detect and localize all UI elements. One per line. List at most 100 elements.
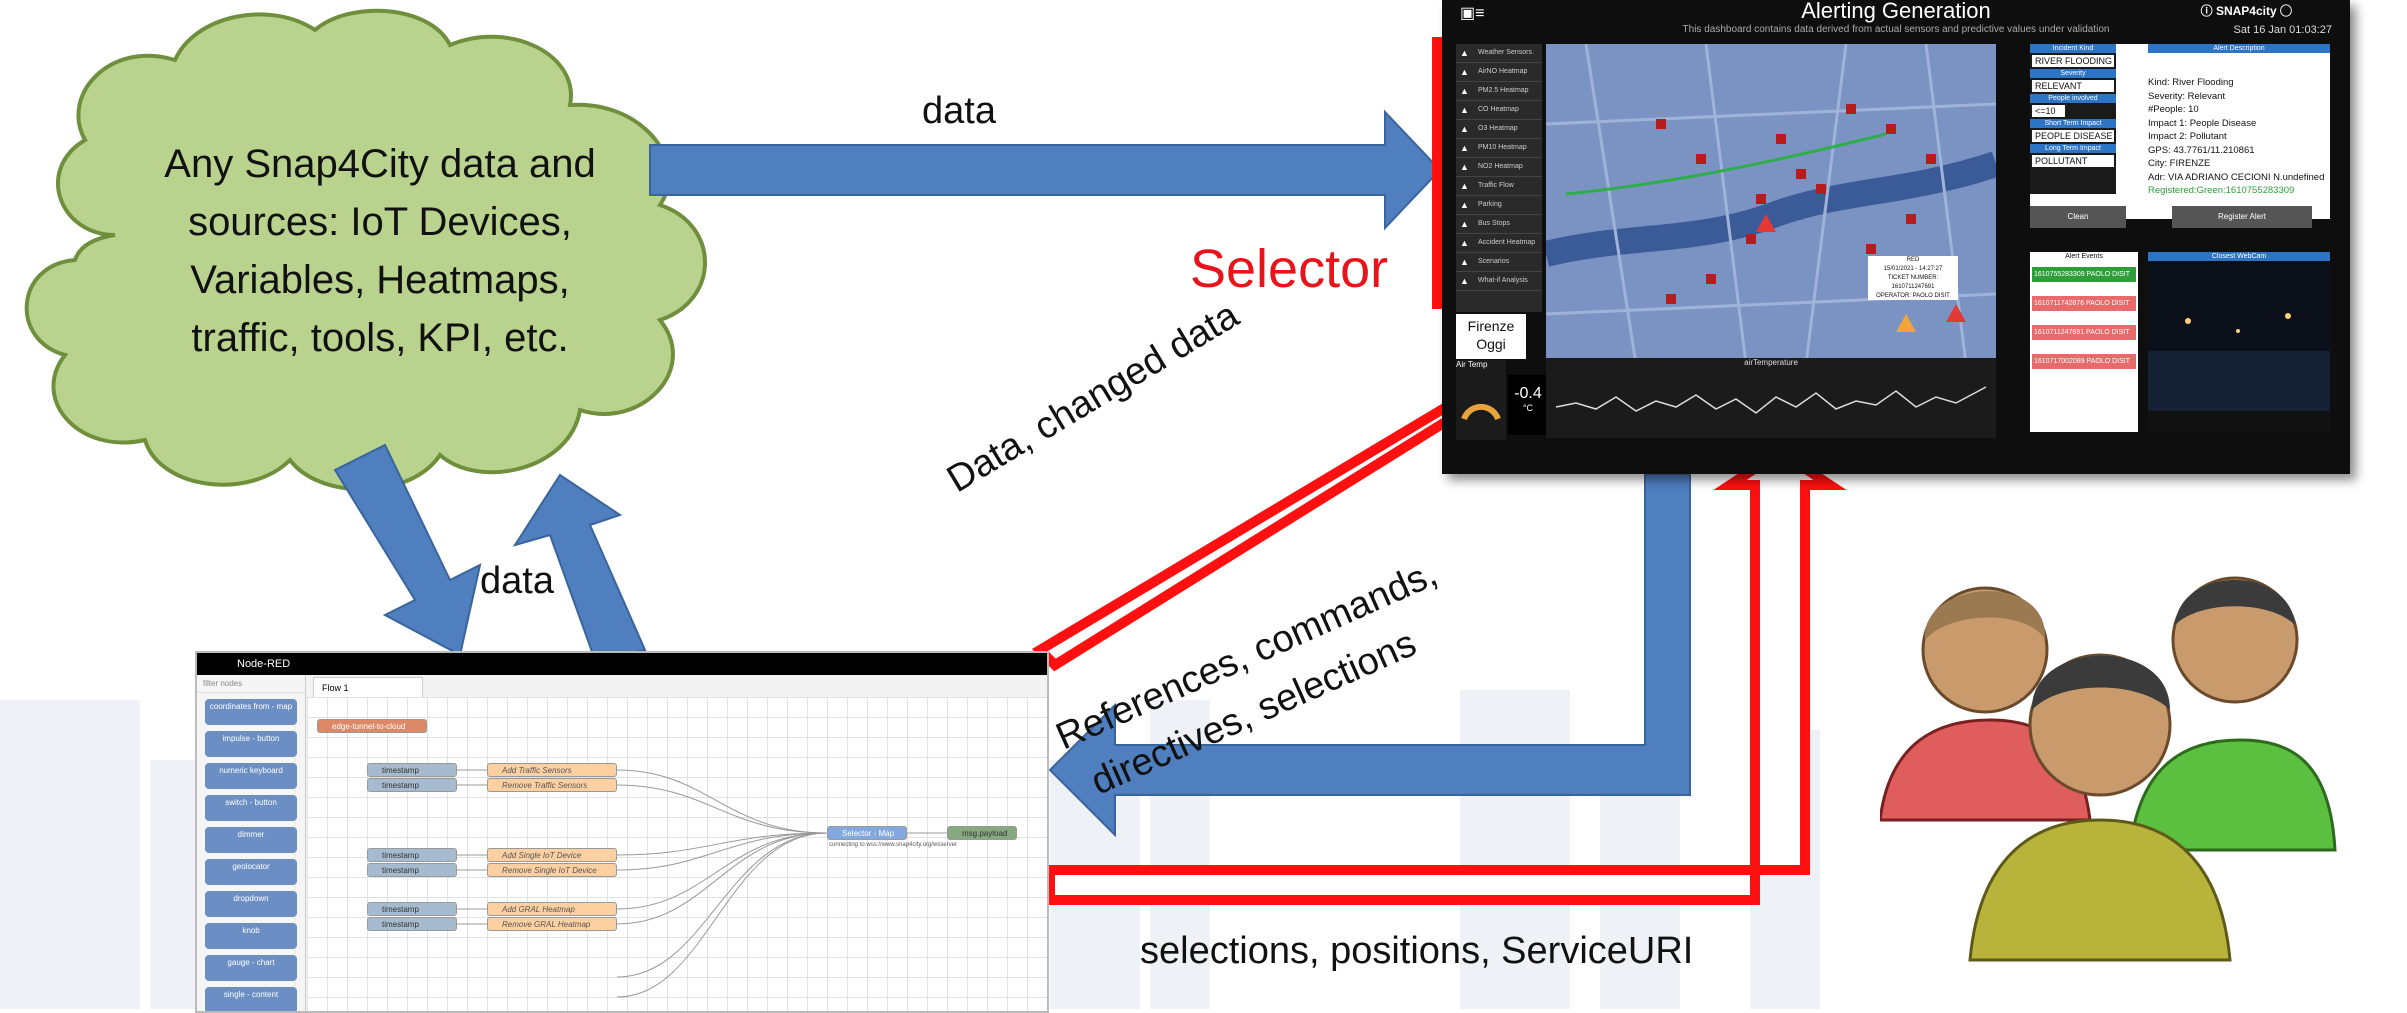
users-illustration <box>1880 576 2337 962</box>
alert-desc-line: Severity: Relevant <box>2148 90 2226 102</box>
menu-icon[interactable]: ▣≡ <box>1460 5 1485 22</box>
palette-node[interactable]: gauge - chart <box>205 955 297 981</box>
long-impact-label: Long Term Impact <box>2030 144 2116 153</box>
map-view[interactable]: RED 15/01/2021 - 14:27:27 TICKET NUMBER:… <box>1546 44 1996 364</box>
palette-node[interactable]: numeric keyboard <box>205 763 297 789</box>
river <box>1546 151 1996 267</box>
long-impact-select[interactable]: POLLUTANT <box>2032 155 2114 167</box>
severity-label: Severity <box>2030 69 2116 78</box>
selector-item[interactable]: Parking <box>1456 196 1542 215</box>
selector-item[interactable]: NO2 Heatmap <box>1456 158 1542 177</box>
timestamp-node[interactable]: timestamp <box>367 763 457 777</box>
webcam-image <box>2148 261 2330 411</box>
traffic-line <box>1565 132 1887 196</box>
function-node[interactable]: Add Single IoT Device <box>487 848 617 862</box>
timestamp-node[interactable]: timestamp <box>367 917 457 931</box>
selector-map-node[interactable]: Selector - Map <box>827 826 907 840</box>
map-graphics <box>1546 44 1996 364</box>
palette-node[interactable]: switch - button <box>205 795 297 821</box>
temp-unit: °C <box>1522 403 1534 413</box>
people-label: People involved <box>2030 94 2116 103</box>
clean-button[interactable]: Clean <box>2030 206 2126 228</box>
popup-line: 15/01/2021 - 14:27:27 <box>1883 266 1943 272</box>
alert-desc-line: Kind: River Flooding <box>2148 77 2234 88</box>
people-select[interactable]: <=10 <box>2032 105 2065 117</box>
incident-kind-select[interactable]: RIVER FLOODING <box>2032 55 2114 67</box>
alert-controls: Incident Kind RIVER FLOODING Severity RE… <box>2030 44 2116 194</box>
warning-icon[interactable] <box>1896 314 1916 332</box>
selector-item[interactable]: What-if Analysis <box>1456 272 1542 291</box>
palette-node[interactable]: dropdown <box>205 891 297 917</box>
selector-item[interactable]: Bus Stops <box>1456 215 1542 234</box>
flow-wires <box>457 769 947 998</box>
selector-item[interactable]: O3 Heatmap <box>1456 120 1542 139</box>
selector-item[interactable]: Scenarios <box>1456 253 1542 272</box>
short-impact-label: Short Term Impact <box>2030 119 2116 128</box>
event-row[interactable]: 1610711247691 PAOLO DISIT <box>2032 325 2136 340</box>
edge-tunnel-node[interactable]: edge-tunnel-to-cloud <box>317 719 427 733</box>
function-node[interactable]: Remove GRAL Heatmap <box>487 917 617 931</box>
flow-canvas[interactable]: edge-tunnel-to-cloud timestamp timestamp… <box>307 697 1047 1011</box>
function-node[interactable]: Remove Single IoT Device <box>487 863 617 877</box>
arrow-dashboard-to-nodered <box>1048 473 1691 838</box>
selector-item[interactable]: Accident Heatmap <box>1456 234 1542 253</box>
node-status: connecting to wss://www.snap4city.org/ws… <box>829 842 957 848</box>
temperature-sparkline <box>1555 386 1987 414</box>
palette-node[interactable]: single - content <box>205 987 297 1011</box>
selector-item[interactable]: Traffic Flow <box>1456 177 1542 196</box>
short-impact-select[interactable]: PEOPLE DISEASE <box>2032 130 2114 142</box>
events-title: Alert Events <box>2030 252 2138 261</box>
warning-icon[interactable] <box>1756 214 1776 232</box>
timestamp-node[interactable]: timestamp <box>367 848 457 862</box>
selector-item[interactable]: CO Heatmap <box>1456 101 1542 120</box>
air-temp-label: Air Temp <box>1456 360 1488 369</box>
map-markers[interactable] <box>1656 104 1936 304</box>
alert-desc-line: GPS: 43.7761/11.210861 <box>2148 144 2255 156</box>
snap4city-logo: ⓘ SNAP4city ◯ <box>2200 4 2292 18</box>
flow-tab[interactable]: Flow 1 <box>313 677 423 697</box>
timestamp-node[interactable]: timestamp <box>367 863 457 877</box>
webcam-title: Closest WebCam <box>2148 252 2330 261</box>
alert-desc-text: Kind: River Flooding Severity: Relevant … <box>2148 76 2324 198</box>
timestamp-node[interactable]: timestamp <box>367 778 457 792</box>
alert-desc-line: Registered:Green:1610755283309 <box>2148 185 2295 196</box>
alert-desc-line: City: FIRENZE <box>2148 158 2211 169</box>
label-selections-bottom: selections, positions, ServiceURI <box>1140 930 1694 972</box>
debug-node[interactable]: msg.payload <box>947 826 1017 840</box>
nodered-header: Node-RED <box>197 653 1047 675</box>
palette-filter[interactable]: filter nodes <box>197 675 305 693</box>
palette-node[interactable]: knob <box>205 923 297 949</box>
event-row[interactable]: 1610717002089 PAOLO DISIT <box>2032 354 2136 369</box>
function-node[interactable]: Add GRAL Heatmap <box>487 902 617 916</box>
air-temp-gauge: Air Temp <box>1456 360 1506 440</box>
dashboard-title: Alerting Generation <box>1801 0 1991 23</box>
selector-item[interactable]: PM10 Heatmap <box>1456 139 1542 158</box>
event-row[interactable]: 1610755283309 PAOLO DISIT <box>2032 267 2136 282</box>
severity-select[interactable]: RELEVANT <box>2032 80 2114 92</box>
alert-desc-line: Adr: VIA ADRIANO CECIONI N.undefined <box>2148 171 2325 183</box>
user-right <box>2128 576 2337 852</box>
logo-text: SNAP4city <box>2215 4 2277 18</box>
function-node[interactable]: Remove Traffic Sensors <box>487 778 617 792</box>
selector-item[interactable]: Weather Sensors <box>1456 44 1542 63</box>
function-node[interactable]: Add Traffic Sensors <box>487 763 617 777</box>
palette-node[interactable]: dimmer <box>205 827 297 853</box>
alert-desc-line: Impact 1: People Disease <box>2148 117 2257 129</box>
timestamp-node[interactable]: timestamp <box>367 902 457 916</box>
incident-kind-label: Incident Kind <box>2030 44 2116 53</box>
warning-icon[interactable] <box>1946 304 1966 322</box>
palette-node[interactable]: geolocator <box>205 859 297 885</box>
palette-node[interactable]: impulse - button <box>205 731 297 757</box>
gauge-graphic <box>1461 403 1501 421</box>
webcam-panel: Closest WebCam <box>2148 252 2330 432</box>
firenze-line: Oggi <box>1476 336 1506 352</box>
selector-item[interactable]: AirNO Heatmap <box>1456 63 1542 82</box>
alert-events-panel: Alert Events 1610755283309 PAOLO DISIT 1… <box>2030 252 2138 432</box>
temp-value: -0.4 <box>1514 385 1542 402</box>
selector-item[interactable]: PM2.5 Heatmap <box>1456 82 1542 101</box>
register-alert-button[interactable]: Register Alert <box>2172 206 2312 228</box>
selector-list: Weather Sensors AirNO Heatmap PM2.5 Heat… <box>1456 44 1542 312</box>
event-row[interactable]: 1610711742876 PAOLO DISIT <box>2032 296 2136 311</box>
palette-node[interactable]: coordinates from - map <box>205 699 297 725</box>
cloud-text: Any Snap4City data and sources: IoT Devi… <box>120 135 640 367</box>
